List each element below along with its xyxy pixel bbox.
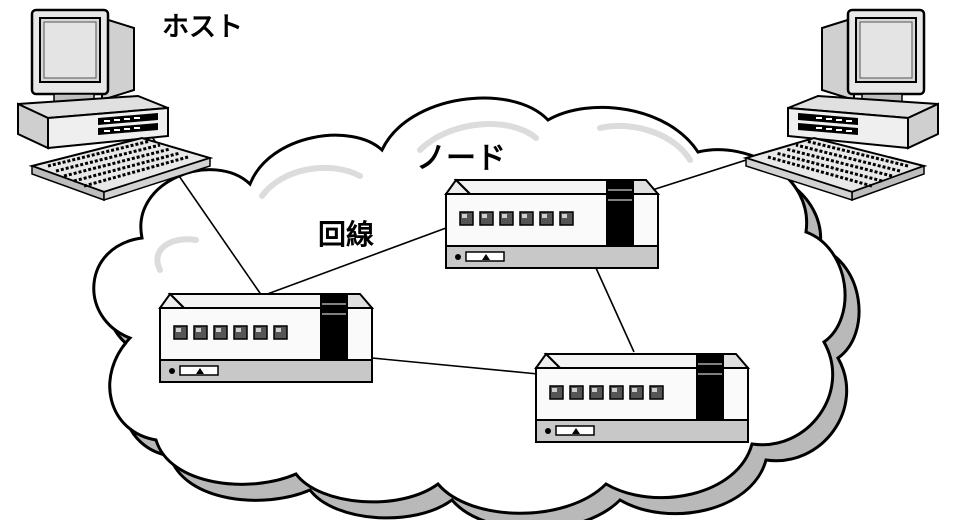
node-top (446, 180, 658, 268)
node-bottom-right (536, 354, 748, 442)
node-label: ノード (416, 141, 506, 176)
host-computer-right (746, 10, 938, 200)
node-left (160, 294, 372, 382)
line-label: 回線 (318, 218, 374, 251)
host-label: ホスト (162, 12, 243, 43)
